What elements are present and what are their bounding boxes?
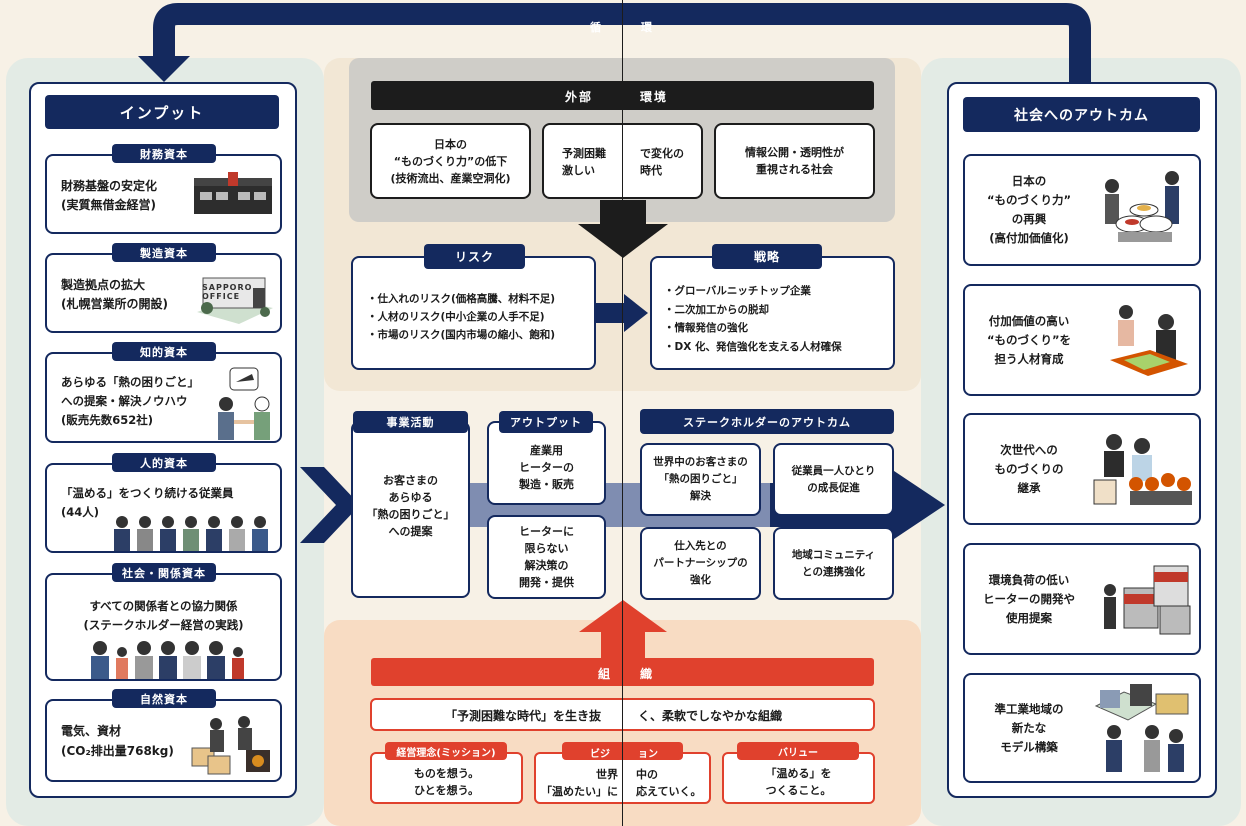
vision-tag-right: ョン [638, 749, 658, 760]
risk-item: ・人材のリスク(中小企業の人手不足) [367, 311, 545, 323]
business-activity-text: お客さまの あらゆる 「熱の困りごと」 への提案 [366, 474, 455, 538]
external-item-2-right: で変化の 時代 [640, 147, 684, 177]
strategy-item: ・二次加工からの脱却 [664, 303, 769, 316]
value-text: 「温める」を つくること。 [765, 767, 832, 797]
organization-banner-right: く、柔軟でしなやかな組織 [638, 709, 783, 723]
stakeholder-outcome-4: 地域コミュニティ との連携強化 [773, 527, 894, 600]
capital-manufacturing-tag: 製造資本 [112, 243, 216, 262]
strategy-item: ・DX 化、発信強化を支える人材確保 [664, 340, 842, 353]
cycle-label-left: 循 [590, 21, 601, 34]
capital-manufacturing-text: 製造拠点の拡大 (札幌営業所の開設) [61, 278, 168, 311]
office-building-icon [194, 172, 272, 214]
outcome-item-3-text: 次世代への ものづくりの 継承 [994, 442, 1064, 495]
stakeholder-outcome-2: 従業員一人ひとり の成長促進 [773, 443, 894, 516]
organization-title-right: 織 [640, 667, 653, 681]
outcomes-title: 社会へのアウトカム [963, 97, 1200, 132]
risk-item: ・仕入れのリスク(価格高騰、材料不足) [367, 293, 556, 305]
strategy-tag: 戦略 [712, 244, 822, 269]
strategy-item: ・情報発信の強化 [664, 322, 748, 334]
center-divider [622, 0, 623, 826]
capital-intellectual [45, 352, 282, 443]
outcome-item-4-text: 環境負荷の低い ヒーターの開発や 使用提案 [983, 572, 1075, 625]
outcome-item-2-text: 付加価値の高い “ものづくり”を 担う人材育成 [986, 313, 1072, 366]
risk-box [351, 256, 596, 370]
external-item-3: 情報公開・透明性が 重視される社会 [714, 123, 875, 199]
external-title-right: 環境 [640, 90, 669, 104]
external-item-2-left: 予測困難 激しい [562, 147, 606, 177]
outcome-item-3 [963, 413, 1201, 525]
heater-tanks-icon [1104, 565, 1191, 635]
capital-human-tag: 人的資本 [112, 453, 216, 472]
outcome-item-1-text: 日本の “ものづくり力” の再興 (高付加価値化) [986, 174, 1072, 245]
external-item-1: 日本の “ものづくり力”の低下 (技術流出、産業空洞化) [370, 123, 531, 199]
capital-intellectual-text: あらゆる「熱の困りごと」 への提案・解決ノウハウ (販売先数652社) [61, 375, 199, 427]
stakeholder-outcome-1: 世界中のお客さまの 「熱の困りごと」 解決 [640, 443, 761, 516]
outcome-item-5 [963, 673, 1201, 783]
risk-item: ・市場のリスク(国内市場の縮小、飽和) [367, 329, 556, 341]
capital-human-text: 「温める」をつくり続ける従業員 (44人) [61, 486, 234, 519]
mission-tag: 経営理念(ミッション) [385, 742, 507, 760]
stakeholder-outcome-tag: ステークホルダーのアウトカム [640, 409, 894, 434]
capital-social-text: すべての関係者との協力関係 (ステークホルダー経営の実践) [83, 599, 244, 632]
vision-tag-left: ビジ [590, 749, 610, 760]
stakeholders-group-icon [91, 641, 244, 679]
risk-list: ・仕入れのリスク(価格高騰、材料不足) ・人材のリスク(中小企業の人手不足) ・… [367, 290, 555, 344]
sapporo-office-icon [197, 277, 273, 324]
strategy-item: ・グローバルニッチトップ企業 [664, 285, 811, 297]
capital-intellectual-tag: 知的資本 [112, 342, 216, 361]
output-tag: アウトプット [499, 411, 593, 433]
output-item-1: 産業用 ヒーターの 製造・販売 [519, 443, 574, 491]
next-generation-icon [1093, 434, 1192, 505]
handshake-icon [218, 367, 270, 440]
mission-text: ものを想う。 ひとを想う。 [413, 767, 480, 797]
inputs-title: インプット [45, 95, 279, 129]
capital-financial-text: 財務基盤の安定化 (実質無借金経営) [61, 179, 158, 212]
capital-natural-text-sub: (CO₂排出量768kg) [61, 744, 174, 758]
organization-up-arrow [579, 600, 667, 660]
organization-title-left: 組 [598, 667, 611, 681]
capital-natural-text-main: 電気、資材 [61, 724, 122, 738]
sapporo-office-sign: SAPPORO OFFICE [202, 283, 253, 301]
mission-box [370, 752, 523, 804]
employees-group-icon [114, 516, 268, 551]
cycle-label-right: 環 [641, 21, 652, 34]
value-tag: バリュー [737, 742, 859, 760]
external-title-left: 外部 [565, 90, 594, 104]
boxes-and-workers-icon [191, 716, 270, 775]
risk-to-strategy-arrow [596, 294, 648, 332]
stakeholder-outcome-3: 仕入先との パートナーシップの 強化 [640, 527, 761, 600]
vision-text-left: 世界 「温めたい」に [541, 768, 618, 798]
external-down-arrow [578, 200, 668, 258]
strategy-box [650, 256, 895, 370]
vision-text-right: 中の 応えていく。 [636, 768, 702, 798]
outcome-item-1 [963, 154, 1201, 266]
output-box-1 [487, 421, 606, 505]
mentoring-icon [1110, 305, 1188, 376]
strategy-list: ・グローバルニッチトップ企業 ・二次加工からの脱却 ・情報発信の強化 ・DX 化… [664, 282, 842, 356]
business-activity-tag: 事業活動 [353, 411, 468, 433]
organization-banner-left: 「予測困難な時代」を生き抜 [445, 709, 602, 723]
risk-tag: リスク [424, 244, 525, 269]
capital-financial-tag: 財務資本 [112, 144, 216, 163]
heater-workers-icon [1105, 171, 1179, 242]
output-item-2: ヒーターに 限らない 解決策の 開発・提供 [487, 515, 606, 599]
industrial-town-icon [1094, 684, 1189, 772]
capital-natural-tag: 自然資本 [112, 689, 216, 708]
outcome-item-5-text: 準工業地域の 新たな モデル構築 [994, 701, 1064, 754]
capital-social-tag: 社会・関係資本 [112, 563, 216, 582]
